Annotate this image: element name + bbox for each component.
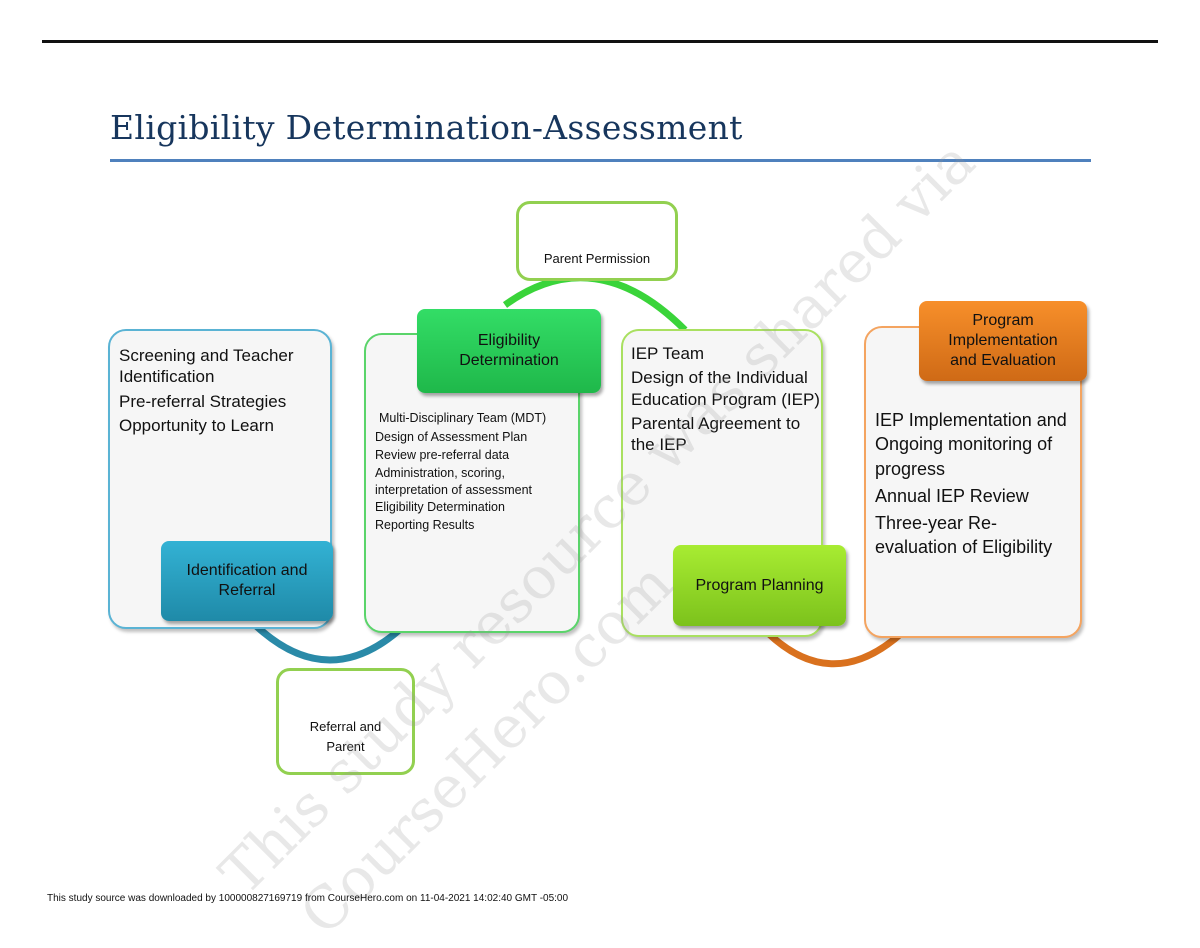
header-rule (42, 40, 1158, 43)
download-footer: This study source was downloaded by 1000… (47, 893, 569, 904)
stage-item: Design of the Individual Education Progr… (631, 368, 820, 409)
title-underline (110, 159, 1091, 162)
stage-item: Opportunity to Learn (119, 415, 274, 435)
stage-item: IEP Team (631, 344, 705, 363)
note-referral-and-parent: Referral and Parent (276, 668, 415, 775)
blue-connector-arc (247, 617, 413, 664)
stage-tab-program-implementation-and-evaluation[interactable]: Program Implementation and Evaluation (919, 301, 1087, 381)
orange-connector-arc (757, 622, 908, 668)
stage-tab-identification-and-referral[interactable]: Identification and Referral (161, 541, 333, 621)
stage-item: IEP Implementation and Ongoing monitorin… (875, 410, 1067, 479)
stage-tab-program-planning[interactable]: Program Planning (673, 545, 846, 626)
stage-item: Design of Assessment Plan (375, 429, 528, 444)
page-title: Eligibility Determination-Assessment (110, 108, 743, 147)
stage-item: Reporting Results (375, 518, 475, 533)
stage-item: Screening and Teacher Identification (119, 346, 294, 387)
stage-item: Parental Agreement to the IEP (631, 413, 801, 454)
stage-item: Three-year Re-evaluation of Eligibility (875, 513, 1053, 558)
stage-item: Pre-referral Strategies (119, 391, 287, 411)
stage-item: Review pre-referral data (375, 447, 510, 462)
stage-item: Eligibility Determination (375, 500, 505, 515)
stage-item: Multi-Disciplinary Team (MDT) (379, 411, 547, 425)
note-parent-permission: Parent Permission (516, 201, 678, 281)
stage-tab-eligibility-determination[interactable]: Eligibility Determination (417, 309, 601, 393)
stage-item: Administration, scoring, interpretation … (375, 465, 533, 497)
stage-item: Annual IEP Review (875, 485, 1029, 506)
